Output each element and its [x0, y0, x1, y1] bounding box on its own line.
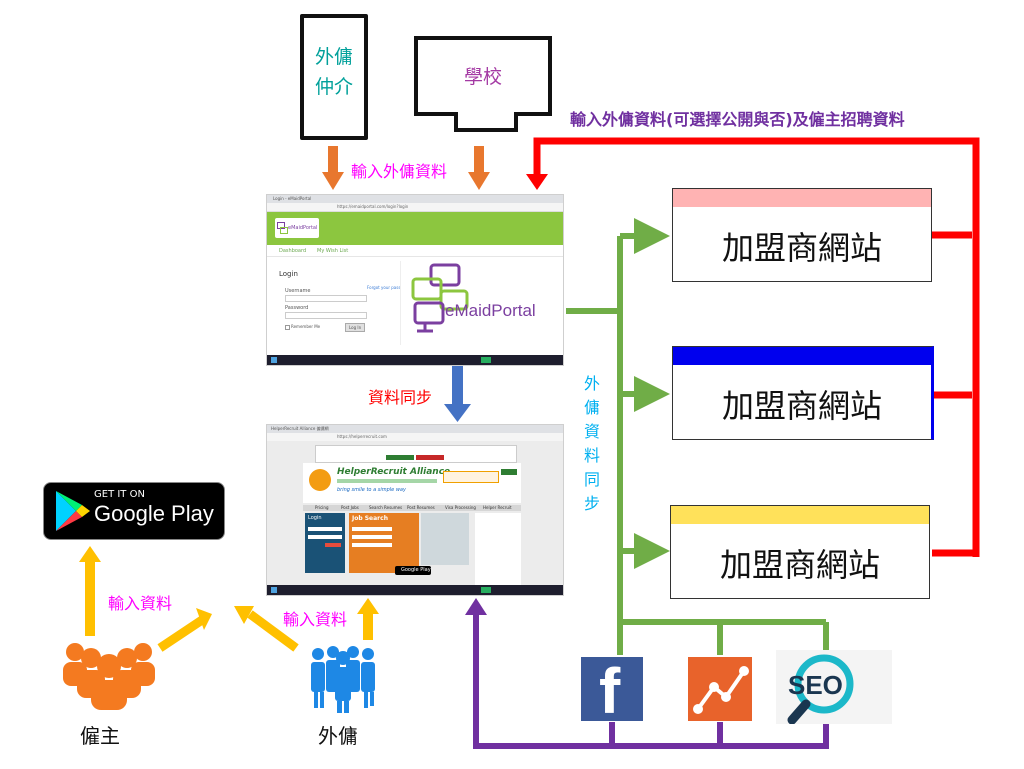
emaidportal-screenshot: Login - eMaidPortal https://emaidportal.… — [266, 194, 564, 366]
franchise-site-3: 加盟商網站 — [670, 505, 930, 599]
hr-hero-image — [421, 513, 469, 565]
school-monitor: 學校 — [414, 36, 552, 116]
agency-phone: 外傭 仲介 — [300, 14, 368, 140]
franchise-site-1-bar — [673, 189, 931, 207]
helperrecruit-screenshot: HelperRecruit Alliance 僱傭網 https://helpe… — [266, 424, 564, 596]
hr-menu-visa[interactable]: Visa Processing — [445, 505, 476, 510]
analytics-icon — [688, 657, 752, 721]
helper-input-caption: 輸入資料 — [283, 610, 348, 629]
cookie-banner — [315, 445, 517, 463]
google-play-small-text: GET IT ON — [94, 489, 145, 500]
purple-return-line — [473, 612, 829, 749]
blue-sync-arrow — [444, 366, 471, 422]
input-helper-data-caption: 輸入外傭資料 — [351, 162, 448, 181]
franchise-site-3-bar — [671, 506, 929, 524]
hr-menu-helper[interactable]: Helper Recruit — [483, 505, 512, 510]
yellow-arrow-helper-to-play — [234, 606, 299, 652]
hr-taskbar — [267, 585, 563, 595]
franchise-site-1-label: 加盟商網站 — [721, 229, 882, 267]
emaid-forgot-link[interactable]: Forgot your password? — [367, 285, 413, 290]
emaid-password-field[interactable] — [285, 312, 367, 319]
emaid-login-title: Login — [279, 270, 298, 278]
browser-urlbar: https://emaidportal.com/login?login — [267, 203, 563, 212]
franchise-site-2-label: 加盟商網站 — [721, 387, 882, 425]
emaid-nav: Dashboard My Wish List — [267, 246, 563, 257]
franchise-site-2-bar — [673, 347, 931, 365]
franchise-site-1: 加盟商網站 — [672, 188, 932, 282]
hr-menu-bar: Pricing Post Jobs Search Resumes Post Re… — [303, 505, 521, 511]
seo-magnifier-icon — [787, 654, 854, 725]
google-play-big-text: Google Play — [94, 501, 214, 526]
orange-arrow-agency — [322, 146, 344, 190]
analytics-chart-icon — [693, 666, 749, 714]
orange-arrow-school — [468, 146, 490, 190]
agency-label-line1: 外傭 — [314, 46, 353, 68]
hr-header: HelperRecruit Alliance bring smile to a … — [303, 463, 521, 503]
seo-text: SEO — [788, 670, 843, 700]
seo-icon: SEO — [776, 650, 892, 725]
monitor-stand — [454, 112, 518, 132]
helper-label: 外傭 — [318, 724, 358, 748]
emaid-remember-checkbox[interactable] — [285, 325, 290, 330]
hr-side-panel — [475, 513, 521, 587]
employer-input-caption: 輸入資料 — [108, 594, 173, 613]
agency-label-line2: 仲介 — [314, 76, 353, 98]
emaid-green-header: eMaidPortal — [267, 212, 563, 245]
google-play-logo-icon — [56, 491, 90, 531]
browser-tabbar: Login - eMaidPortal — [267, 195, 563, 203]
google-play-badge[interactable]: GET IT ON Google Play — [43, 482, 225, 540]
franchise-site-3-label: 加盟商網站 — [719, 546, 880, 584]
hr-logo-text: HelperRecruit Alliance — [337, 467, 451, 477]
nav-dashboard[interactable]: Dashboard — [279, 248, 307, 254]
school-label: 學校 — [463, 66, 502, 88]
hr-orange-logo — [309, 469, 331, 491]
franchise-site-2: 加盟商網站 — [672, 346, 934, 440]
hr-menu-search[interactable]: Search Resumes — [369, 505, 403, 510]
red-feedback-line — [533, 137, 980, 557]
emaid-big-logo-text: eMaidPortal — [445, 301, 536, 320]
hr-job-search-panel: Job Search — [349, 513, 419, 573]
hr-menu-pricing[interactable]: Pricing — [315, 505, 329, 510]
nav-wishlist[interactable]: My Wish List — [317, 248, 349, 254]
browser-tabbar-2: HelperRecruit Alliance 僱傭網 — [267, 425, 563, 433]
yellow-arrow-helper-to-web — [357, 598, 379, 640]
employer-label: 僱主 — [80, 724, 120, 748]
sync-label: 資料同步 — [368, 388, 433, 407]
browser-urlbar-2: https://helperrecruit.com — [267, 433, 563, 441]
employer-group-icon — [63, 643, 155, 710]
hr-google-play-badge[interactable]: Google Play — [395, 566, 431, 575]
emaid-logo-art — [411, 263, 469, 333]
red-arrow-head — [526, 174, 548, 190]
hr-login-box: Login — [305, 513, 345, 573]
hr-menu-post-resumes[interactable]: Post Resumes — [407, 505, 435, 510]
emaid-taskbar — [267, 355, 563, 365]
facebook-icon: f — [581, 657, 643, 723]
yellow-arrow-employer-to-play — [79, 546, 101, 636]
helper-group-icon — [311, 646, 375, 713]
emaid-username-field[interactable] — [285, 295, 367, 302]
green-distribution-lines — [566, 218, 829, 655]
top-right-caption: 輸入外傭資料(可選擇公開與否)及僱主招聘資料 — [570, 110, 905, 129]
emaid-big-logo-panel: eMaidPortal — [400, 261, 561, 345]
emaid-login-button[interactable]: Log In — [345, 323, 365, 332]
yellow-arrow-employer-to-web — [157, 608, 212, 652]
hr-menu-post-jobs[interactable]: Post Jobs — [341, 505, 359, 510]
emaid-header-logo: eMaidPortal — [275, 218, 319, 238]
purple-arrow-head — [465, 598, 487, 615]
hr-slogan: bring smile to a simple way — [337, 487, 406, 493]
